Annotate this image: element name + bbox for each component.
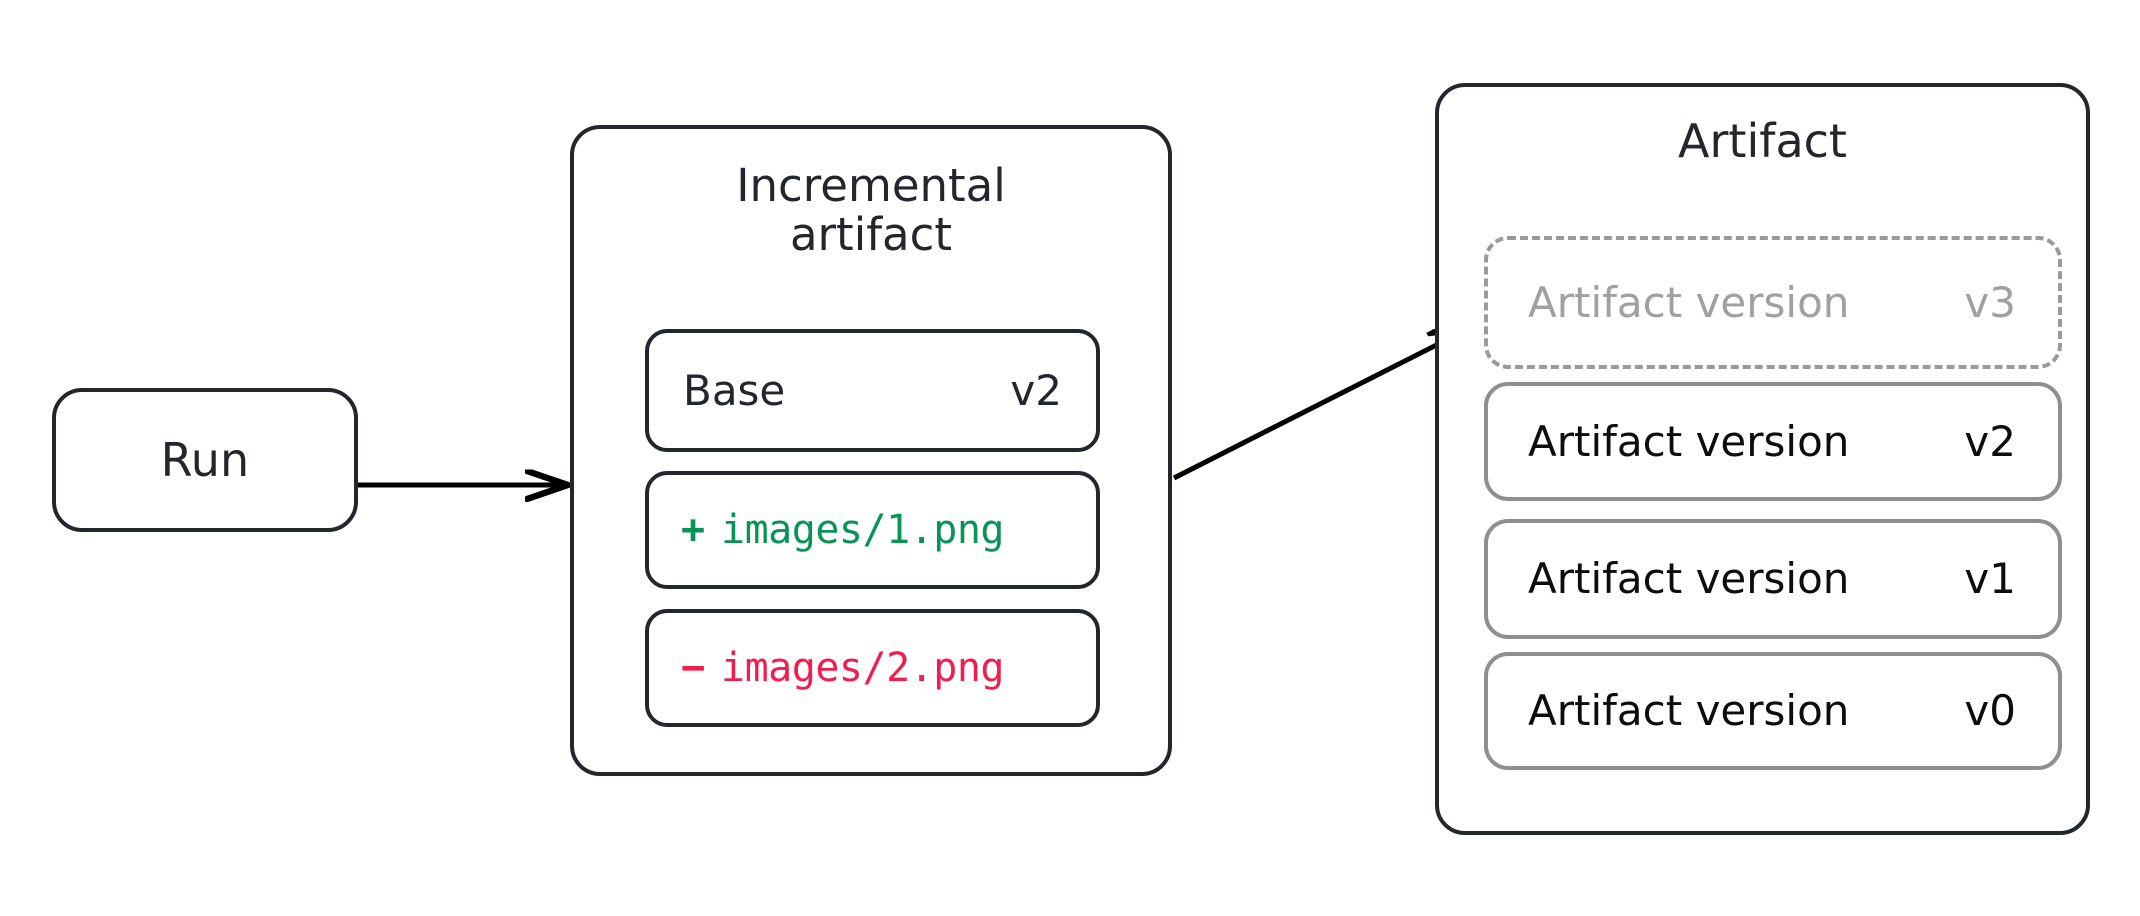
- artifact-version-label: Artifact version: [1528, 686, 1850, 735]
- artifact-version-row-v1[interactable]: Artifact version v1: [1484, 519, 2062, 639]
- artifact-version-value: v2: [1964, 416, 2016, 466]
- arrow-incremental-to-artifact: [1172, 328, 1470, 481]
- minus-icon: −: [681, 645, 706, 691]
- artifact-title: Artifact: [1678, 114, 1847, 168]
- artifact-version-label: Artifact version: [1528, 416, 1850, 466]
- artifact-version-value: v1: [1964, 554, 2016, 603]
- incremental-diff-path-removed: images/2.png: [721, 645, 1004, 691]
- run-node[interactable]: Run: [52, 388, 358, 532]
- incremental-diff-path-added: images/1.png: [721, 507, 1004, 553]
- incremental-base-row[interactable]: Base v2: [645, 329, 1100, 452]
- run-node-label: Run: [160, 433, 250, 487]
- artifact-panel[interactable]: Artifact Artifact version v3 Artifact ve…: [1435, 83, 2090, 835]
- incremental-diff-row-removed[interactable]: − images/2.png: [645, 609, 1100, 727]
- plus-icon: +: [681, 507, 706, 553]
- incremental-artifact-panel[interactable]: Incremental artifact Base v2 + images/1.…: [570, 125, 1172, 776]
- artifact-version-row-v2[interactable]: Artifact version v2: [1484, 382, 2062, 501]
- artifact-version-row-v0[interactable]: Artifact version v0: [1484, 652, 2062, 770]
- artifact-version-label: Artifact version: [1528, 554, 1850, 603]
- incremental-diff-row-added[interactable]: + images/1.png: [645, 471, 1100, 589]
- artifact-version-value: v0: [1964, 686, 2016, 735]
- incremental-artifact-title: Incremental artifact: [736, 159, 1006, 261]
- artifact-version-label: Artifact version: [1528, 277, 1850, 327]
- incremental-base-version: v2: [1010, 366, 1062, 415]
- incremental-base-label: Base: [683, 366, 786, 415]
- artifact-version-row-v3[interactable]: Artifact version v3: [1484, 236, 2062, 369]
- artifact-version-value: v3: [1964, 277, 2016, 327]
